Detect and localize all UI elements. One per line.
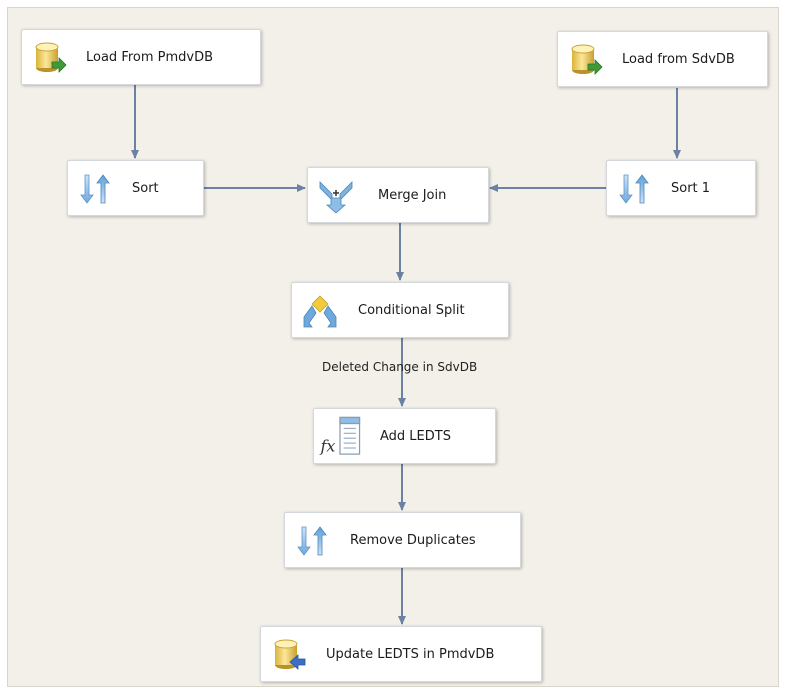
load-from-pmdvdb-node[interactable]: Load From PmdvDB — [21, 29, 261, 85]
load-from-sdvdb-node[interactable]: Load from SdvDB — [557, 31, 768, 87]
sort-node[interactable]: Sort — [67, 160, 204, 216]
node-label: Add LEDTS — [380, 428, 451, 444]
node-label: Update LEDTS in PmdvDB — [326, 646, 495, 662]
connector-layer — [131, 85, 681, 625]
update-ledts-in-pmdvdb-node[interactable]: Update LEDTS in PmdvDB — [260, 626, 542, 682]
sort-icon — [619, 174, 649, 204]
sort-1-node[interactable]: Sort 1 — [606, 160, 756, 216]
conditional-split-output-label[interactable]: Deleted Change in SdvDB — [322, 360, 478, 374]
sort-icon — [80, 174, 110, 204]
merge-join-icon — [319, 181, 353, 214]
add-ledts-node[interactable]: fx Add LEDTS — [313, 408, 496, 464]
conditional-split-icon — [303, 295, 337, 328]
node-label: Remove Duplicates — [350, 532, 476, 548]
node-label: Sort 1 — [671, 180, 711, 196]
sort-icon — [297, 526, 327, 556]
node-label: Merge Join — [378, 187, 447, 203]
merge-join-node[interactable]: Merge Join — [307, 167, 489, 223]
node-label: Conditional Split — [358, 302, 465, 318]
derived-column-icon: fx — [319, 416, 361, 456]
database-destination-icon — [274, 639, 306, 670]
node-label: Sort — [132, 180, 159, 196]
data-flow-canvas: Load From PmdvDB Load from SdvDB Sort Me… — [7, 7, 779, 687]
conditional-split-node[interactable]: Conditional Split — [291, 282, 509, 338]
database-source-icon — [35, 42, 67, 73]
database-source-icon — [571, 44, 603, 75]
node-label: Load from SdvDB — [622, 51, 735, 67]
node-label: Load From PmdvDB — [86, 49, 214, 65]
remove-duplicates-node[interactable]: Remove Duplicates — [284, 512, 521, 568]
svg-text:fx: fx — [319, 437, 335, 456]
